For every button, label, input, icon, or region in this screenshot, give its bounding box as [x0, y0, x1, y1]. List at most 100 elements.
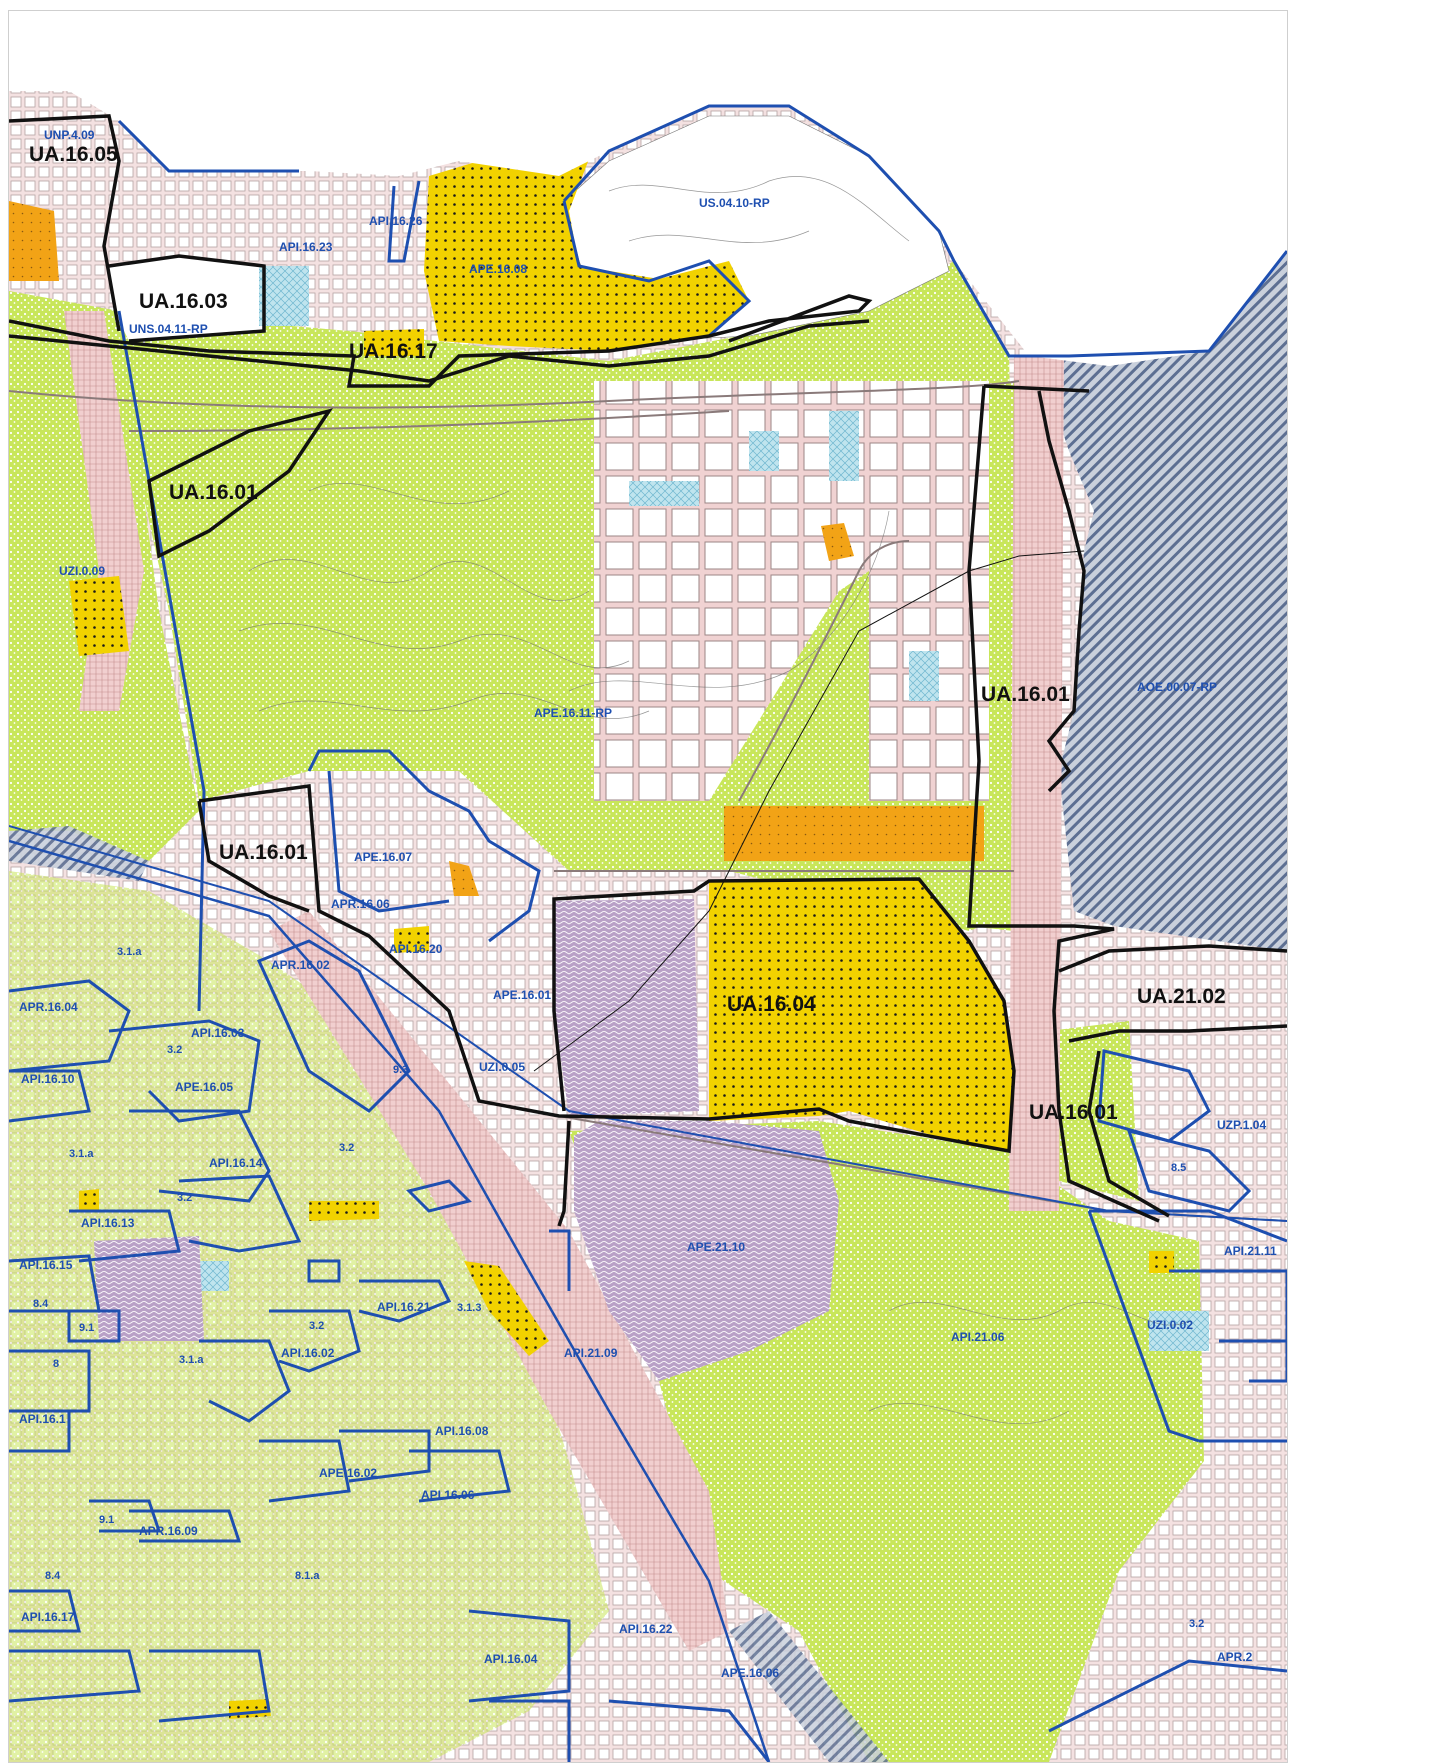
label-ape-16-07[interactable]: APE.16.07 — [354, 850, 412, 864]
label-ua-16-17[interactable]: UA.16.17 — [349, 340, 438, 363]
label-uzp-1-04[interactable]: UZP.1.04 — [1217, 1118, 1266, 1132]
cyan-block-2[interactable] — [829, 411, 859, 481]
label-api-16-18[interactable]: API.16.1 — [19, 1412, 66, 1426]
num-3-1-a-2: 3.1.a — [69, 1148, 94, 1160]
rail-corridor-west[interactable] — [64, 311, 144, 711]
white-zone-ua-16-03[interactable] — [109, 256, 264, 341]
yellow-zone-small-5[interactable] — [79, 1189, 99, 1211]
num-9-1-a: 9.1 — [79, 1322, 94, 1334]
label-api-16-15[interactable]: API.16.15 — [19, 1258, 73, 1272]
yellow-zone-small-2[interactable] — [394, 926, 429, 953]
num-3-1-3: 3.1.3 — [457, 1302, 481, 1314]
label-apr-16-09[interactable]: APR.16.09 — [139, 1524, 198, 1538]
label-ape-16-02[interactable]: APE.16.02 — [319, 1466, 377, 1480]
label-ape-16-01[interactable]: APE.16.01 — [493, 988, 551, 1002]
cyan-block-4[interactable] — [259, 266, 309, 326]
label-ape-21-10[interactable]: APE.21.10 — [687, 1240, 745, 1254]
label-ua-16-01-b[interactable]: UA.16.01 — [981, 683, 1070, 706]
cyan-block-1[interactable] — [629, 481, 699, 506]
label-uz-1-0-09[interactable]: UZI.0.09 — [59, 564, 105, 578]
label-ua-16-01-c[interactable]: UA.16.01 — [219, 841, 308, 864]
sea-area — [9, 11, 1287, 366]
orange-zone-grid-small[interactable] — [821, 523, 854, 561]
label-api-16-13[interactable]: API.16.13 — [81, 1216, 135, 1230]
hatch-zone-aoe-00-07[interactable] — [1029, 251, 1287, 951]
orange-zone-west[interactable] — [9, 201, 59, 281]
num-8-1-a: 8.1.a — [295, 1570, 320, 1582]
green-zone-southeast-small[interactable] — [1049, 1021, 1139, 1201]
yellow-zone-small-3[interactable] — [464, 1261, 549, 1356]
label-api-16-14[interactable]: API.16.14 — [209, 1156, 263, 1170]
label-aoe-00-07-rp[interactable]: AOE.00.07-RP — [1137, 680, 1217, 694]
label-apr-16-04[interactable]: APR.16.04 — [19, 1000, 78, 1014]
label-api-16-17[interactable]: API.16.17 — [21, 1610, 75, 1624]
label-api-21-11[interactable]: API.21.11 — [1224, 1244, 1277, 1258]
green-zone-southwest-patches[interactable] — [9, 871, 609, 1762]
label-uns-04-11-rp[interactable]: UNS.04.11-RP — [129, 322, 208, 336]
label-api-16-24[interactable]: API.16.26 — [369, 214, 423, 228]
label-uz-1-0-02[interactable]: UZI.0.02 — [1147, 1318, 1193, 1332]
label-apr-16-02[interactable]: APR.16.02 — [271, 958, 330, 972]
cyan-block-7[interactable] — [1149, 1311, 1209, 1351]
orange-zone-south-grid[interactable] — [724, 806, 984, 861]
label-ua-16-03[interactable]: UA.16.03 — [139, 290, 228, 313]
orange-zone-ape-16-07[interactable] — [449, 861, 479, 896]
label-api-16-10[interactable]: API.16.10 — [21, 1072, 75, 1086]
zoning-map[interactable]: UA.16.05 UA.16.03 UA.16.17 UA.16.01 UA.1… — [9, 11, 1287, 1762]
label-api-16-21[interactable]: API.16.21 — [377, 1300, 431, 1314]
label-api-16-08[interactable]: API.16.08 — [435, 1424, 489, 1438]
num-9-3: 9.3 — [393, 1064, 408, 1076]
label-ua-16-01-d[interactable]: UA.16.01 — [1029, 1101, 1118, 1124]
purple-zone-ape-21-10[interactable] — [574, 1121, 839, 1381]
map-frame: UA.16.05 UA.16.03 UA.16.17 UA.16.01 UA.1… — [8, 10, 1288, 1763]
label-uz-1-0-05[interactable]: UZI.0.05 — [479, 1060, 525, 1074]
label-api-16-06[interactable]: API.16.06 — [421, 1488, 475, 1502]
label-us-04-10-rp[interactable]: US.04.10-RP — [699, 196, 770, 210]
label-ua-21-02[interactable]: UA.21.02 — [1137, 985, 1226, 1008]
yellow-zone-small-1[interactable] — [364, 329, 424, 356]
thin-path — [533, 550, 1085, 1072]
num-9-1-b: 9.1 — [99, 1514, 114, 1526]
label-api-21-09[interactable]: API.21.09 — [564, 1346, 618, 1360]
blue-boundaries — [9, 104, 1287, 1762]
label-api-16-20[interactable]: API.16.20 — [389, 942, 443, 956]
num-3-2-a: 3.2 — [167, 1044, 182, 1056]
purple-zone-west-ua-16-04[interactable] — [554, 899, 699, 1116]
rail-corridor-east[interactable] — [1009, 356, 1064, 1211]
yellow-zone-small-6[interactable] — [1149, 1251, 1174, 1273]
label-api-21-06[interactable]: API.21.06 — [951, 1330, 1005, 1344]
num-8-5: 8.5 — [1171, 1162, 1186, 1174]
num-8: 8 — [53, 1358, 59, 1370]
label-api-16-03[interactable]: API.16.03 — [191, 1026, 245, 1040]
yellow-zone-ua-16-04[interactable] — [709, 879, 1014, 1151]
num-8-4-a: 8.4 — [33, 1298, 49, 1310]
cyan-block-6[interactable] — [749, 431, 779, 471]
purple-zone-southwest[interactable] — [94, 1236, 204, 1341]
label-ua-16-05[interactable]: UA.16.05 — [29, 143, 118, 166]
label-api-16-22[interactable]: API.16.22 — [619, 1622, 673, 1636]
label-api-16-23[interactable]: API.16.23 — [279, 240, 333, 254]
label-ape-16-11-rp[interactable]: APE.16.11-RP — [534, 706, 612, 720]
label-unp-4-09[interactable]: UNP.4.09 — [44, 128, 95, 142]
yellow-zone-uz-1-0-09[interactable] — [69, 576, 129, 656]
label-ape-16-05[interactable]: APE.16.05 — [175, 1080, 233, 1094]
num-8-4-b: 8.4 — [45, 1570, 61, 1582]
cyan-block-3[interactable] — [909, 651, 939, 701]
label-ape-16-06[interactable]: APE.16.06 — [721, 1666, 779, 1680]
num-3-1-a-1: 3.1.a — [117, 946, 142, 958]
hatch-zone-west-rail[interactable] — [9, 826, 149, 881]
label-apr-2x[interactable]: APR.2 — [1217, 1650, 1253, 1664]
num-3-2-d: 3.2 — [309, 1320, 324, 1332]
yellow-zone-small-7[interactable] — [229, 1699, 271, 1719]
yellow-zone-small-4[interactable] — [309, 1201, 379, 1221]
hatch-zone-south-rail[interactable] — [729, 1611, 889, 1762]
contour-lines — [238, 176, 1190, 1425]
label-api-16-02[interactable]: API.16.02 — [281, 1346, 335, 1360]
label-ape-16-08[interactable]: APE.16.08 — [469, 262, 527, 276]
label-ua-16-04[interactable]: UA.16.04 — [727, 993, 816, 1016]
label-ua-16-01-a[interactable]: UA.16.01 — [169, 481, 258, 504]
yellow-zone-ape-16-08[interactable] — [424, 159, 749, 351]
label-api-16-04[interactable]: API.16.04 — [484, 1652, 538, 1666]
railway-line — [9, 839, 771, 1762]
label-apr-16-06[interactable]: APR.16.06 — [331, 897, 390, 911]
